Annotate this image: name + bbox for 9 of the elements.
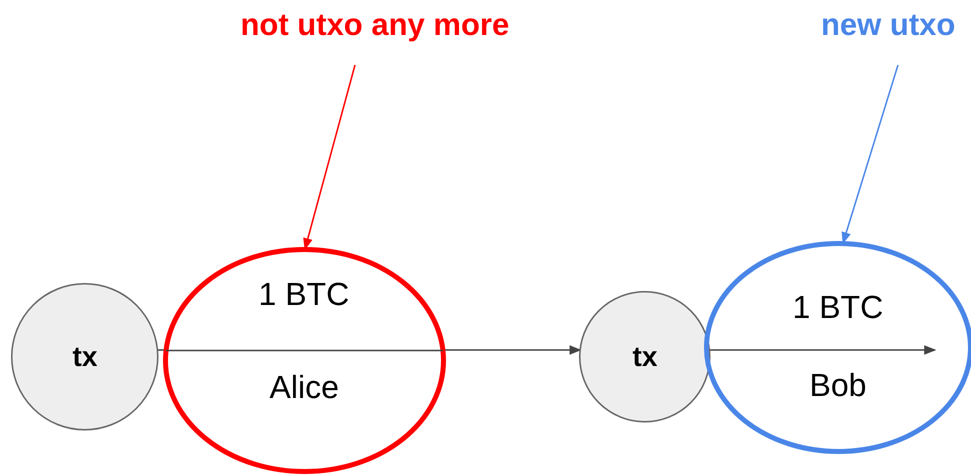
owner-label: Alice bbox=[270, 368, 339, 406]
callout-text: new utxo bbox=[821, 7, 956, 43]
node-label: tx bbox=[72, 341, 98, 373]
amount-label: 1 BTC bbox=[792, 288, 884, 326]
owner-label: Bob bbox=[810, 366, 866, 404]
node-label: tx bbox=[632, 341, 658, 373]
callout-text: not utxo any more bbox=[240, 7, 510, 43]
arrow bbox=[710, 345, 936, 355]
amount-label: 1 BTC bbox=[258, 276, 350, 312]
